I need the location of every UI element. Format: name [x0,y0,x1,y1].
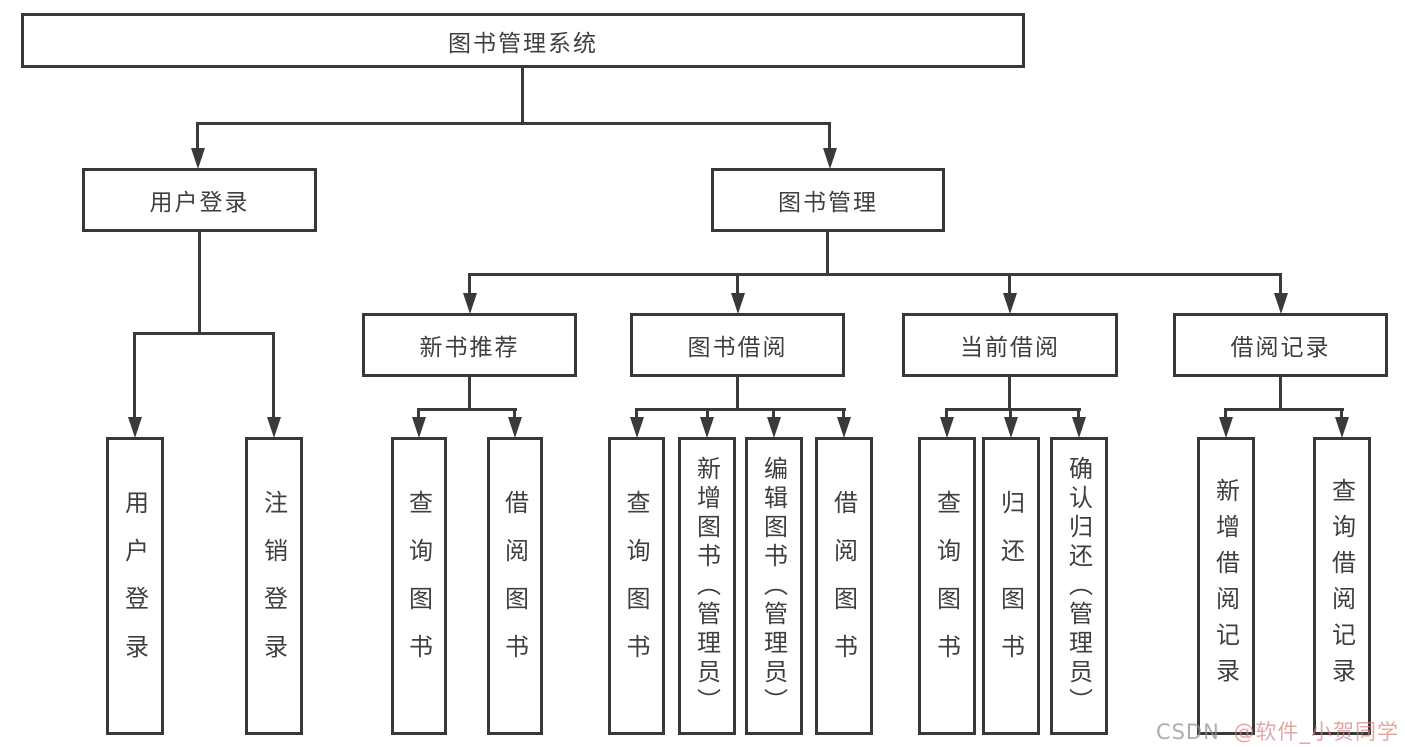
watermark-handle: @软件_小贺同学 [1233,720,1399,744]
connector-current-borrow-stem [1008,377,1011,408]
connector-borrow-records-stem [1279,377,1282,408]
connector-book-borrow-drop-4 [842,408,845,420]
connector-user-login-stem [198,232,201,332]
leaf-add-borrow-record: 新增借阅记录 [1197,437,1255,735]
connector-root-drop-right [828,122,831,150]
connector-module-drop-1 [468,273,471,293]
arrowhead-to-leaf-user-login [128,417,142,438]
connector-book-mgmt-bar [468,273,1281,276]
connector-user-login-drop-2 [272,332,275,417]
arrowhead-to-leaf-query-books-2 [630,417,644,438]
leaf-confirm-return-admin: 确认归还（管理员） [1050,437,1108,735]
connector-borrow-records-drop-1 [1224,408,1227,420]
connector-book-borrow-bar [635,408,846,411]
arrowhead-to-leaf-add-borrow-record [1219,417,1233,438]
connector-book-borrow-drop-2 [706,408,709,420]
arrowhead-to-leaf-edit-books [767,417,781,438]
node-book-management: 图书管理 [711,168,945,232]
arrowhead-to-user-login [191,148,205,169]
leaf-edit-books-admin: 编辑图书（管理员） [745,437,803,735]
arrowhead-to-book-borrow [731,293,745,314]
connector-borrow-records-bar [1224,408,1344,411]
connector-book-borrow-drop-1 [635,408,638,420]
connector-current-borrow-bar [945,408,1081,411]
leaf-logout: 注销登录 [245,437,303,735]
connector-module-drop-3 [1008,273,1011,293]
arrowhead-to-leaf-return-books [1004,417,1018,438]
leaf-query-borrow-record: 查询借阅记录 [1313,437,1371,735]
connector-new-book-drop-1 [417,408,420,420]
arrowhead-to-leaf-query-books-3 [940,417,954,438]
leaf-query-books-1: 查询图书 [391,437,447,735]
connector-user-login-drop-1 [133,332,136,417]
node-root-system: 图书管理系统 [21,13,1025,68]
arrowhead-to-leaf-logout [267,417,281,438]
leaf-return-books: 归还图书 [982,437,1040,735]
connector-new-book-bar [417,408,517,411]
arrowhead-to-leaf-borrow-books-2 [837,417,851,438]
arrowhead-to-leaf-query-borrow-record [1335,417,1349,438]
node-new-book-recommend: 新书推荐 [362,313,577,377]
connector-borrow-records-drop-2 [1340,408,1343,420]
leaf-user-login: 用户登录 [106,437,164,735]
connector-root-bar [196,122,831,125]
connector-current-borrow-drop-1 [945,408,948,420]
connector-current-borrow-drop-2 [1009,408,1012,420]
csdn-watermark: CSDN @软件_小贺同学 [1156,716,1399,746]
connector-new-book-drop-2 [513,408,516,420]
arrowhead-to-leaf-borrow-books-1 [508,417,522,438]
arrowhead-to-new-book-recommend [463,293,477,314]
connector-book-borrow-drop-3 [772,408,775,420]
connector-module-drop-2 [736,273,739,293]
leaf-borrow-books-2: 借阅图书 [815,437,873,735]
node-current-borrow: 当前借阅 [902,313,1118,377]
connector-root-drop-left [196,122,199,150]
connector-root-stem [521,68,524,122]
arrowhead-to-borrow-records [1274,293,1288,314]
connector-new-book-stem [468,377,471,408]
leaf-add-books-admin: 新增图书（管理员） [678,437,736,735]
connector-book-borrow-stem [736,377,739,408]
arrowhead-to-current-borrow [1003,293,1017,314]
connector-current-borrow-drop-3 [1077,408,1080,420]
arrowhead-to-leaf-add-books [700,417,714,438]
node-user-login: 用户登录 [82,168,317,232]
node-borrow-records: 借阅记录 [1173,313,1388,377]
leaf-borrow-books-1: 借阅图书 [487,437,543,735]
arrowhead-to-leaf-query-books-1 [412,417,426,438]
watermark-prefix: CSDN [1155,720,1220,744]
leaf-query-books-3: 查询图书 [918,437,976,735]
node-book-borrow: 图书借阅 [630,313,845,377]
leaf-query-books-2: 查询图书 [608,437,665,735]
arrowhead-to-leaf-confirm-return [1072,417,1086,438]
arrowhead-to-book-management [823,148,837,169]
connector-book-mgmt-stem [826,232,829,273]
connector-module-drop-4 [1279,273,1282,293]
connector-user-login-bar [133,332,275,335]
